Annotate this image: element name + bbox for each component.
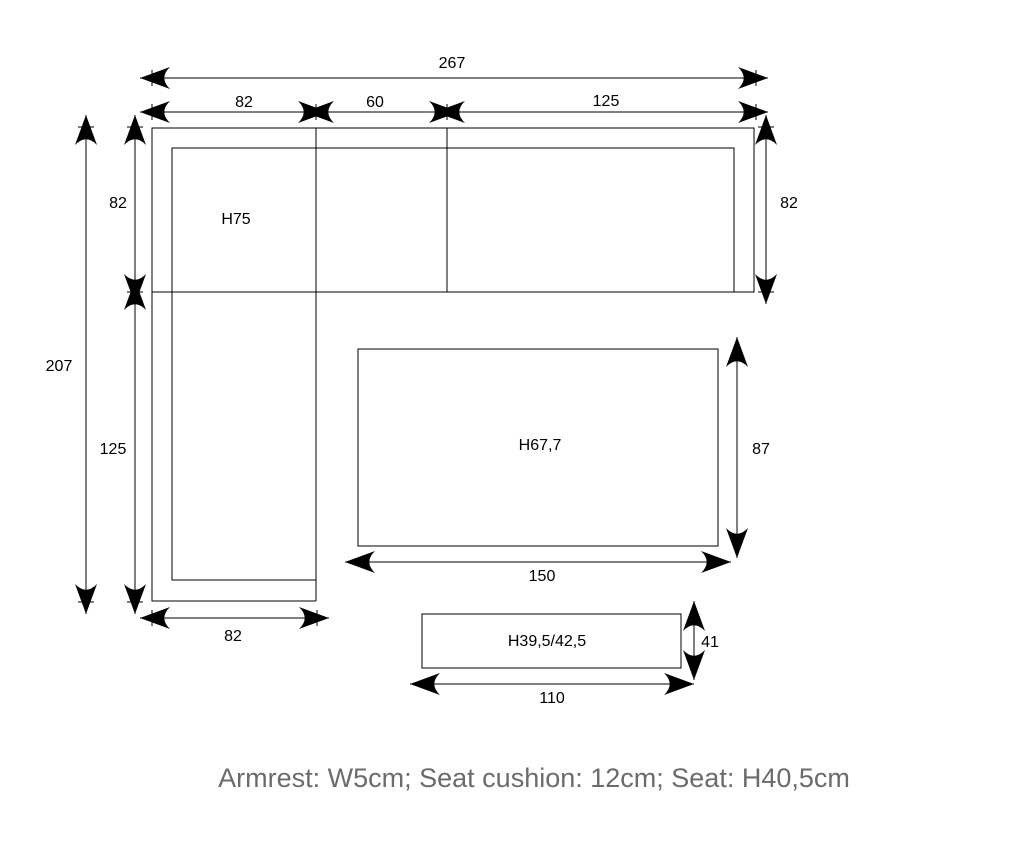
ottoman-width-label: 110 (539, 690, 565, 707)
arrowhead-icon (738, 101, 768, 123)
seg-right-label: 125 (593, 93, 620, 110)
sofa-outline (151, 127, 755, 602)
coffee-table (357, 348, 719, 547)
arrowhead-icon (410, 673, 440, 695)
sofa-height-label: H75 (221, 211, 250, 228)
chaise-width-label: 82 (224, 628, 242, 645)
arrowhead-icon (435, 101, 465, 123)
arrowhead-icon (140, 607, 170, 629)
right-depth-label: 82 (780, 195, 798, 212)
ottoman-depth-label: 41 (701, 634, 719, 651)
arrowhead-icon (683, 650, 705, 680)
seg-left-label: 82 (235, 94, 253, 111)
arrowhead-icon (75, 584, 97, 614)
caption: Armrest: W5cm; Seat cushion: 12cm; Seat:… (218, 763, 850, 793)
arrowhead-icon (124, 584, 146, 614)
arrowhead-icon (299, 607, 329, 629)
total-depth-label: 207 (46, 358, 73, 375)
table-height-label: H67,7 (519, 437, 562, 454)
arrowhead-icon (726, 337, 748, 367)
arrowhead-icon (755, 115, 777, 145)
arrowhead-icon (140, 101, 170, 123)
arrowhead-icon (345, 551, 375, 573)
total-width-label: 267 (439, 55, 466, 72)
arrowhead-icon (75, 115, 97, 145)
arrowhead-icon (755, 274, 777, 304)
arrowhead-icon (683, 601, 705, 631)
seg-middle-label: 60 (366, 94, 384, 111)
left-top-depth-label: 82 (109, 195, 127, 212)
arrowhead-icon (124, 280, 146, 310)
ottoman (421, 613, 682, 669)
ottoman-height-label: H39,5/42,5 (508, 633, 586, 650)
dimension-lines (75, 67, 777, 695)
chaise-length-label: 125 (100, 441, 127, 458)
arrowhead-icon (304, 101, 334, 123)
arrowhead-icon (124, 115, 146, 145)
arrowhead-icon (738, 67, 768, 89)
arrowhead-icon (726, 528, 748, 558)
table-width-label: 150 (529, 568, 556, 585)
table-depth-label: 87 (752, 441, 770, 458)
arrowhead-icon (140, 67, 170, 89)
arrowhead-icon (664, 673, 694, 695)
arrowhead-icon (701, 551, 731, 573)
